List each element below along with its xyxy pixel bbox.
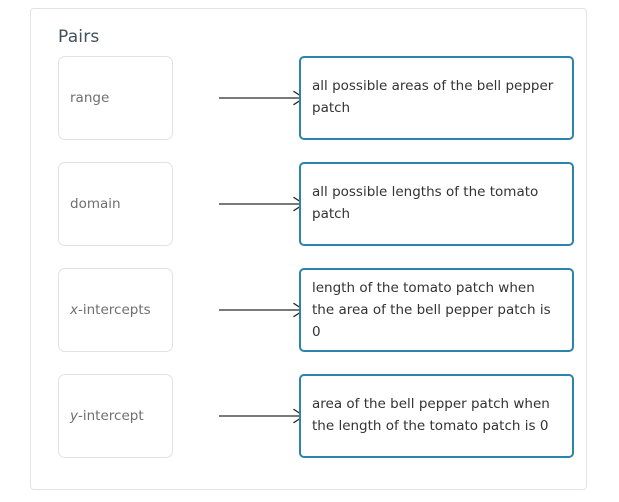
definition-card[interactable]: all possible areas of the bell pepper pa… xyxy=(299,56,574,140)
definition-card[interactable]: all possible lengths of the tomato patch xyxy=(299,162,574,246)
term-label: x-intercepts xyxy=(59,302,151,319)
arrow-right-icon xyxy=(219,302,309,318)
term-variable: x xyxy=(70,301,78,318)
term-card[interactable]: y-intercept xyxy=(58,374,173,458)
term-label: range xyxy=(70,89,110,106)
term-variable: y xyxy=(70,407,78,424)
definition-text: length of the tomato patch when the area… xyxy=(312,280,551,340)
arrow-right-icon xyxy=(219,90,309,106)
definition-card[interactable]: length of the tomato patch when the area… xyxy=(299,268,574,352)
pairs-panel: Pairs range all possible areas of the bel… xyxy=(30,8,587,490)
term-card[interactable]: x-intercepts xyxy=(58,268,173,352)
pair-row: range all possible areas of the bell pepp… xyxy=(31,56,586,140)
term-label-rest: -intercept xyxy=(78,407,144,424)
arrow-right-icon xyxy=(219,408,309,424)
pair-row: y-intercept area of the bell pepper patch… xyxy=(31,374,586,458)
term-label-rest: -intercepts xyxy=(78,301,151,318)
term-label: y-intercept xyxy=(59,408,144,425)
definition-text: area of the bell pepper patch when the l… xyxy=(312,396,550,434)
pairs-list: range all possible areas of the bell pepp… xyxy=(31,56,586,480)
pair-row: domain all possible lengths of the tomato… xyxy=(31,162,586,246)
definition-text: all possible areas of the bell pepper pa… xyxy=(312,78,554,116)
page-title: Pairs xyxy=(58,27,100,47)
definition-card[interactable]: area of the bell pepper patch when the l… xyxy=(299,374,574,458)
definition-text: all possible lengths of the tomato patch xyxy=(312,184,539,222)
term-card[interactable]: range xyxy=(58,56,173,140)
term-label: domain xyxy=(70,195,121,212)
term-card[interactable]: domain xyxy=(58,162,173,246)
pair-row: x-intercepts length of the tomato patch w… xyxy=(31,268,586,352)
arrow-right-icon xyxy=(219,196,309,212)
